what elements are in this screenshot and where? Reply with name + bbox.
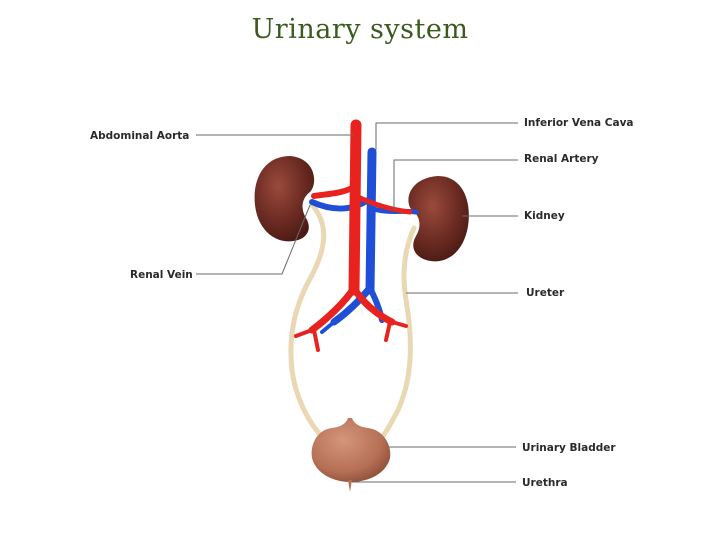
leader-renal-artery: [393, 159, 518, 210]
right-kidney: [408, 176, 469, 262]
urethra: [348, 480, 352, 492]
label-inferior-vena-cava: Inferior Vena Cava: [524, 117, 634, 129]
page-title: Urinary system: [251, 14, 469, 45]
label-abdominal-aorta: Abdominal Aorta: [90, 130, 189, 142]
labels: Abdominal Aorta Renal Vein Inferior Vena…: [90, 117, 634, 489]
inferior-vena-cava: [309, 147, 419, 334]
right-ureter: [375, 225, 417, 445]
left-ureter: [288, 202, 328, 443]
ureters: [288, 202, 417, 445]
left-kidney: [254, 156, 315, 242]
label-urethra: Urethra: [522, 477, 568, 489]
label-kidney: Kidney: [524, 210, 565, 222]
label-urinary-bladder: Urinary Bladder: [522, 442, 616, 454]
label-ureter: Ureter: [526, 287, 565, 299]
leader-renal-vein: [196, 204, 311, 275]
leader-lines: [196, 122, 518, 483]
label-renal-artery: Renal Artery: [524, 153, 599, 165]
label-renal-vein: Renal Vein: [130, 269, 193, 281]
leader-inferior-vena-cava: [375, 122, 518, 150]
abdominal-aorta: [294, 119, 413, 352]
urinary-bladder: [311, 418, 391, 482]
